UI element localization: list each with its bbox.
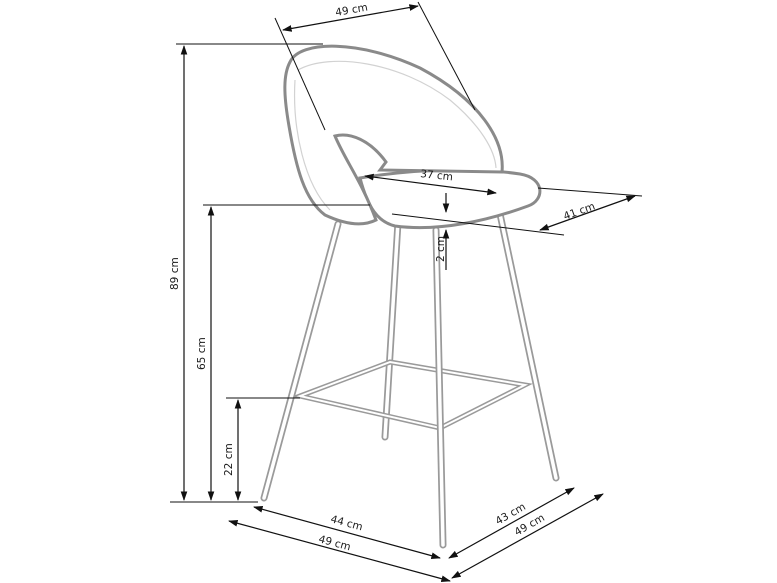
chair-illustration bbox=[260, 44, 560, 549]
dim-base-side-inner: 43 cm bbox=[448, 487, 575, 559]
dim-seat-height: 65 cm bbox=[196, 204, 370, 501]
dim-back-width: 49 cm bbox=[274, 1, 476, 131]
chair-legs-front bbox=[260, 220, 447, 549]
dim-seat-width: 37 cm bbox=[364, 168, 497, 196]
dim-total-height: 89 cm bbox=[169, 43, 323, 503]
dim-footrest-height: 22 cm bbox=[223, 397, 300, 501]
label-base-front-outer: 49 cm bbox=[317, 533, 352, 553]
label-footrest-height: 22 cm bbox=[223, 443, 235, 476]
label-base-front-inner: 44 cm bbox=[329, 513, 364, 533]
footrest-ring bbox=[291, 359, 533, 431]
chair-backrest bbox=[283, 44, 504, 226]
label-total-height: 89 cm bbox=[169, 257, 181, 290]
chair-legs bbox=[381, 210, 560, 482]
label-seat-thickness: 2 cm bbox=[435, 236, 447, 262]
dim-base-side-outer: 49 cm bbox=[451, 493, 604, 579]
label-seat-depth: 41 cm bbox=[562, 200, 597, 222]
label-back-width: 49 cm bbox=[334, 1, 368, 18]
label-seat-height: 65 cm bbox=[196, 337, 208, 370]
label-seat-width: 37 cm bbox=[420, 168, 454, 183]
dim-seat-thickness: 2 cm bbox=[435, 193, 450, 270]
